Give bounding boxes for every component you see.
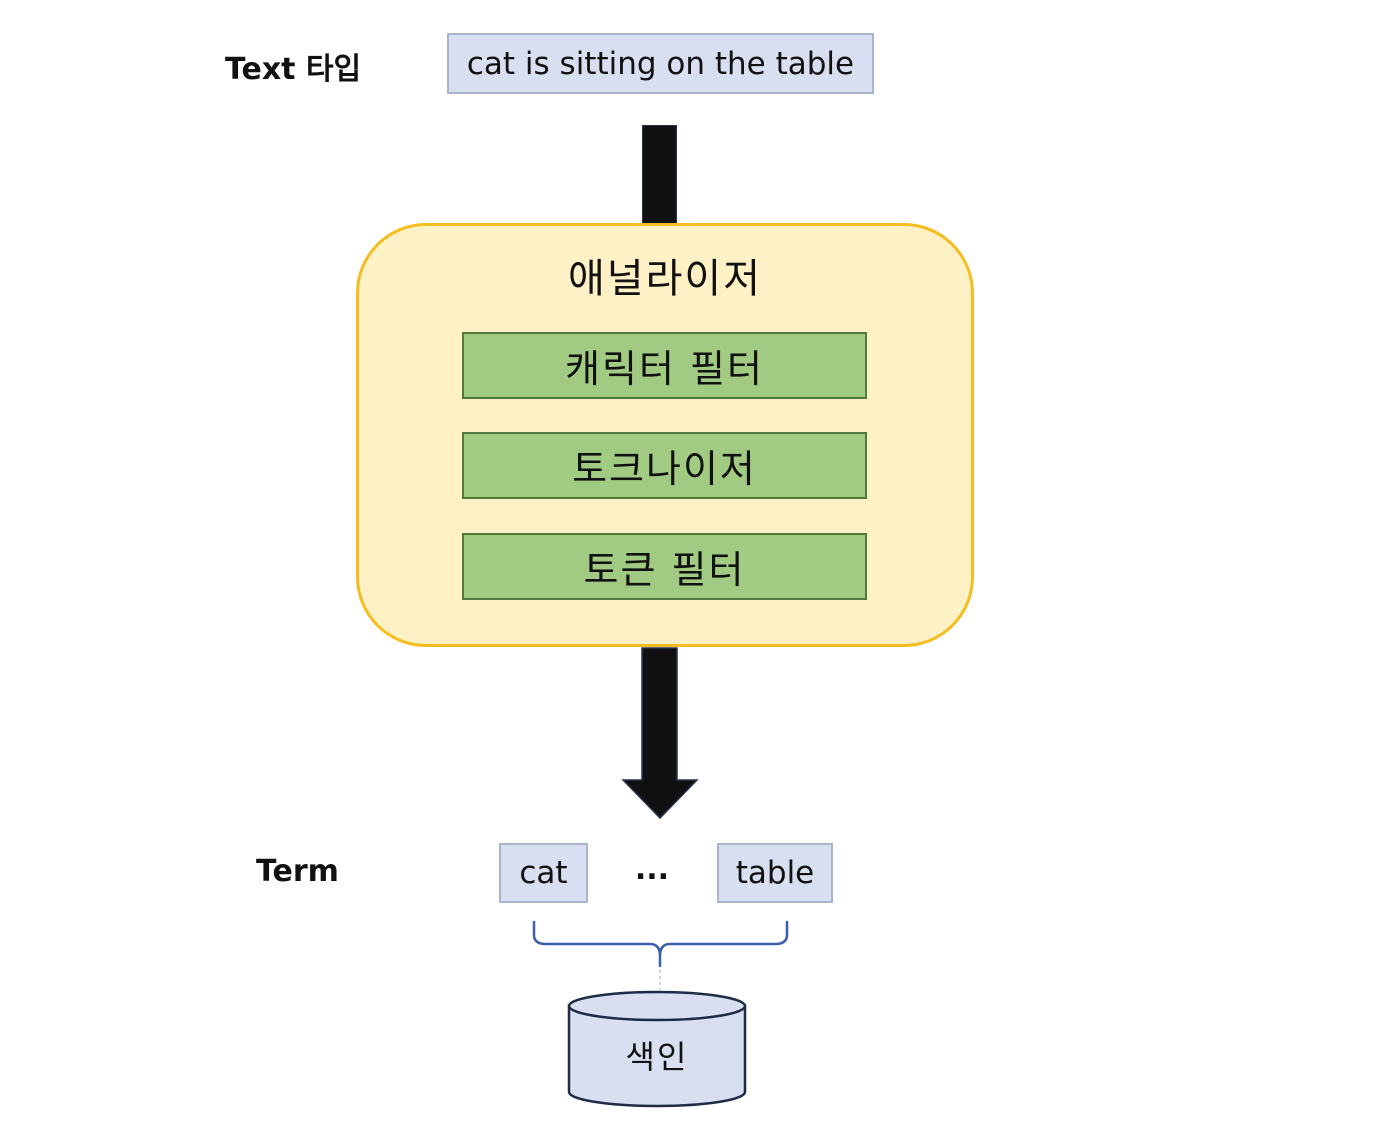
stage-label: 캐릭터 필터 xyxy=(565,347,764,391)
analyzer-title: 애널라이저 xyxy=(568,256,762,302)
stage-tokenizer: 토크나이저 xyxy=(462,432,867,499)
arrow-shaft-top xyxy=(642,125,677,227)
term-text: table xyxy=(735,855,815,891)
term-ellipsis: ... xyxy=(634,852,670,887)
term-text: cat xyxy=(519,855,568,891)
input-text: cat is sitting on the table xyxy=(466,45,855,82)
term-label: Term xyxy=(256,854,339,889)
cylinder-top xyxy=(567,990,747,1022)
down-arrow-shape xyxy=(621,647,699,820)
stage-label: 토크나이저 xyxy=(572,447,757,491)
input-type-label: Text 타입 xyxy=(225,52,362,87)
stage-token-filter: 토큰 필터 xyxy=(462,533,867,600)
stage-label: 토큰 필터 xyxy=(583,548,746,592)
term-box-table: table xyxy=(717,843,833,903)
brace-path xyxy=(532,920,789,968)
term-box-cat: cat xyxy=(499,843,588,903)
index-label: 색인 xyxy=(625,1038,689,1076)
stage-character-filter: 캐릭터 필터 xyxy=(462,332,867,399)
input-text-box: cat is sitting on the table xyxy=(447,33,874,94)
